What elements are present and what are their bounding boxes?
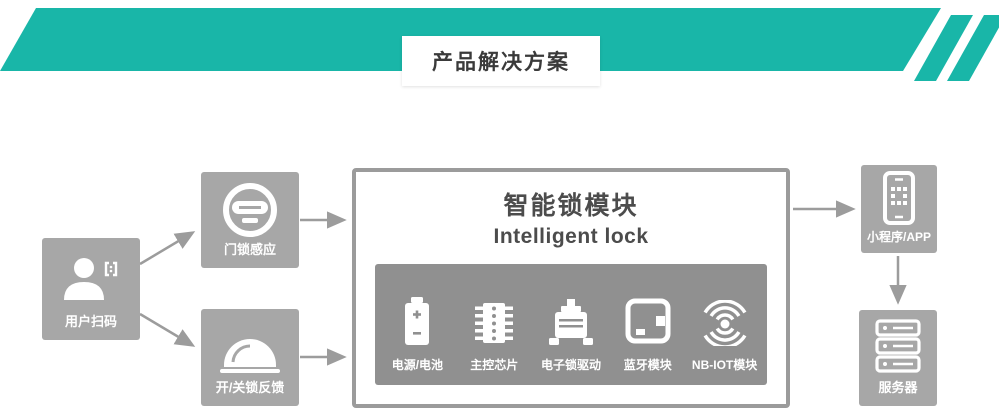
banner-title-box: 产品解决方案 [402, 36, 600, 86]
node-server-label: 服务器 [878, 380, 918, 395]
node-lock-feedback-label: 开/关锁反馈 [215, 380, 285, 395]
banner-stripe-2 [947, 15, 999, 81]
node-app-label: 小程序/APP [866, 230, 931, 244]
arrow-user-to-lock-feedback [139, 312, 196, 347]
server-icon [875, 319, 921, 373]
bluetooth-module-icon [625, 298, 671, 344]
component-lock-driver-label: 电子锁驱动 [540, 358, 601, 372]
node-server: 服务器 [859, 310, 937, 406]
node-user-scan: 用户扫码 [42, 238, 140, 340]
door-sensor-icon [223, 183, 277, 237]
component-nbiot-label: NB-IOT模块 [691, 358, 758, 372]
node-door-sensor-label: 门锁感应 [223, 242, 276, 257]
component-bluetooth: 蓝牙模块 [609, 264, 686, 385]
module-title: 智能锁模块 [503, 192, 639, 220]
node-lock-feedback: 开/关锁反馈 [201, 309, 299, 406]
battery-icon [405, 297, 430, 345]
component-power: 电源/电池 [379, 264, 456, 385]
node-door-sensor: 门锁感应 [201, 172, 299, 268]
component-chip-label: 主控芯片 [470, 358, 519, 372]
component-bluetooth-label: 蓝牙模块 [623, 358, 672, 372]
component-chip: 主控芯片 [456, 264, 533, 385]
module-components-panel: 电源/电池 主控芯片 [375, 264, 767, 385]
node-user-scan-label: 用户扫码 [64, 314, 117, 329]
component-nbiot: NB-IOT模块 [686, 264, 763, 385]
phone-app-icon [883, 171, 915, 225]
user-scan-icon [64, 258, 118, 300]
component-lock-driver: 电子锁驱动 [533, 264, 610, 385]
banner-stripe-1 [914, 15, 973, 81]
lock-driver-icon [548, 299, 593, 345]
node-app: 小程序/APP [861, 165, 937, 253]
arrow-user-to-door-sensor [139, 231, 196, 266]
module-subtitle: Intelligent lock [493, 225, 649, 248]
nbiot-signal-icon [703, 300, 746, 346]
banner-title: 产品解决方案 [432, 51, 570, 74]
component-power-label: 电源/电池 [391, 358, 444, 372]
chip-icon [475, 303, 514, 343]
lock-feedback-dome-icon [220, 339, 280, 373]
module-intelligent-lock: 智能锁模块 Intelligent lock 电源/电池 [352, 168, 790, 408]
